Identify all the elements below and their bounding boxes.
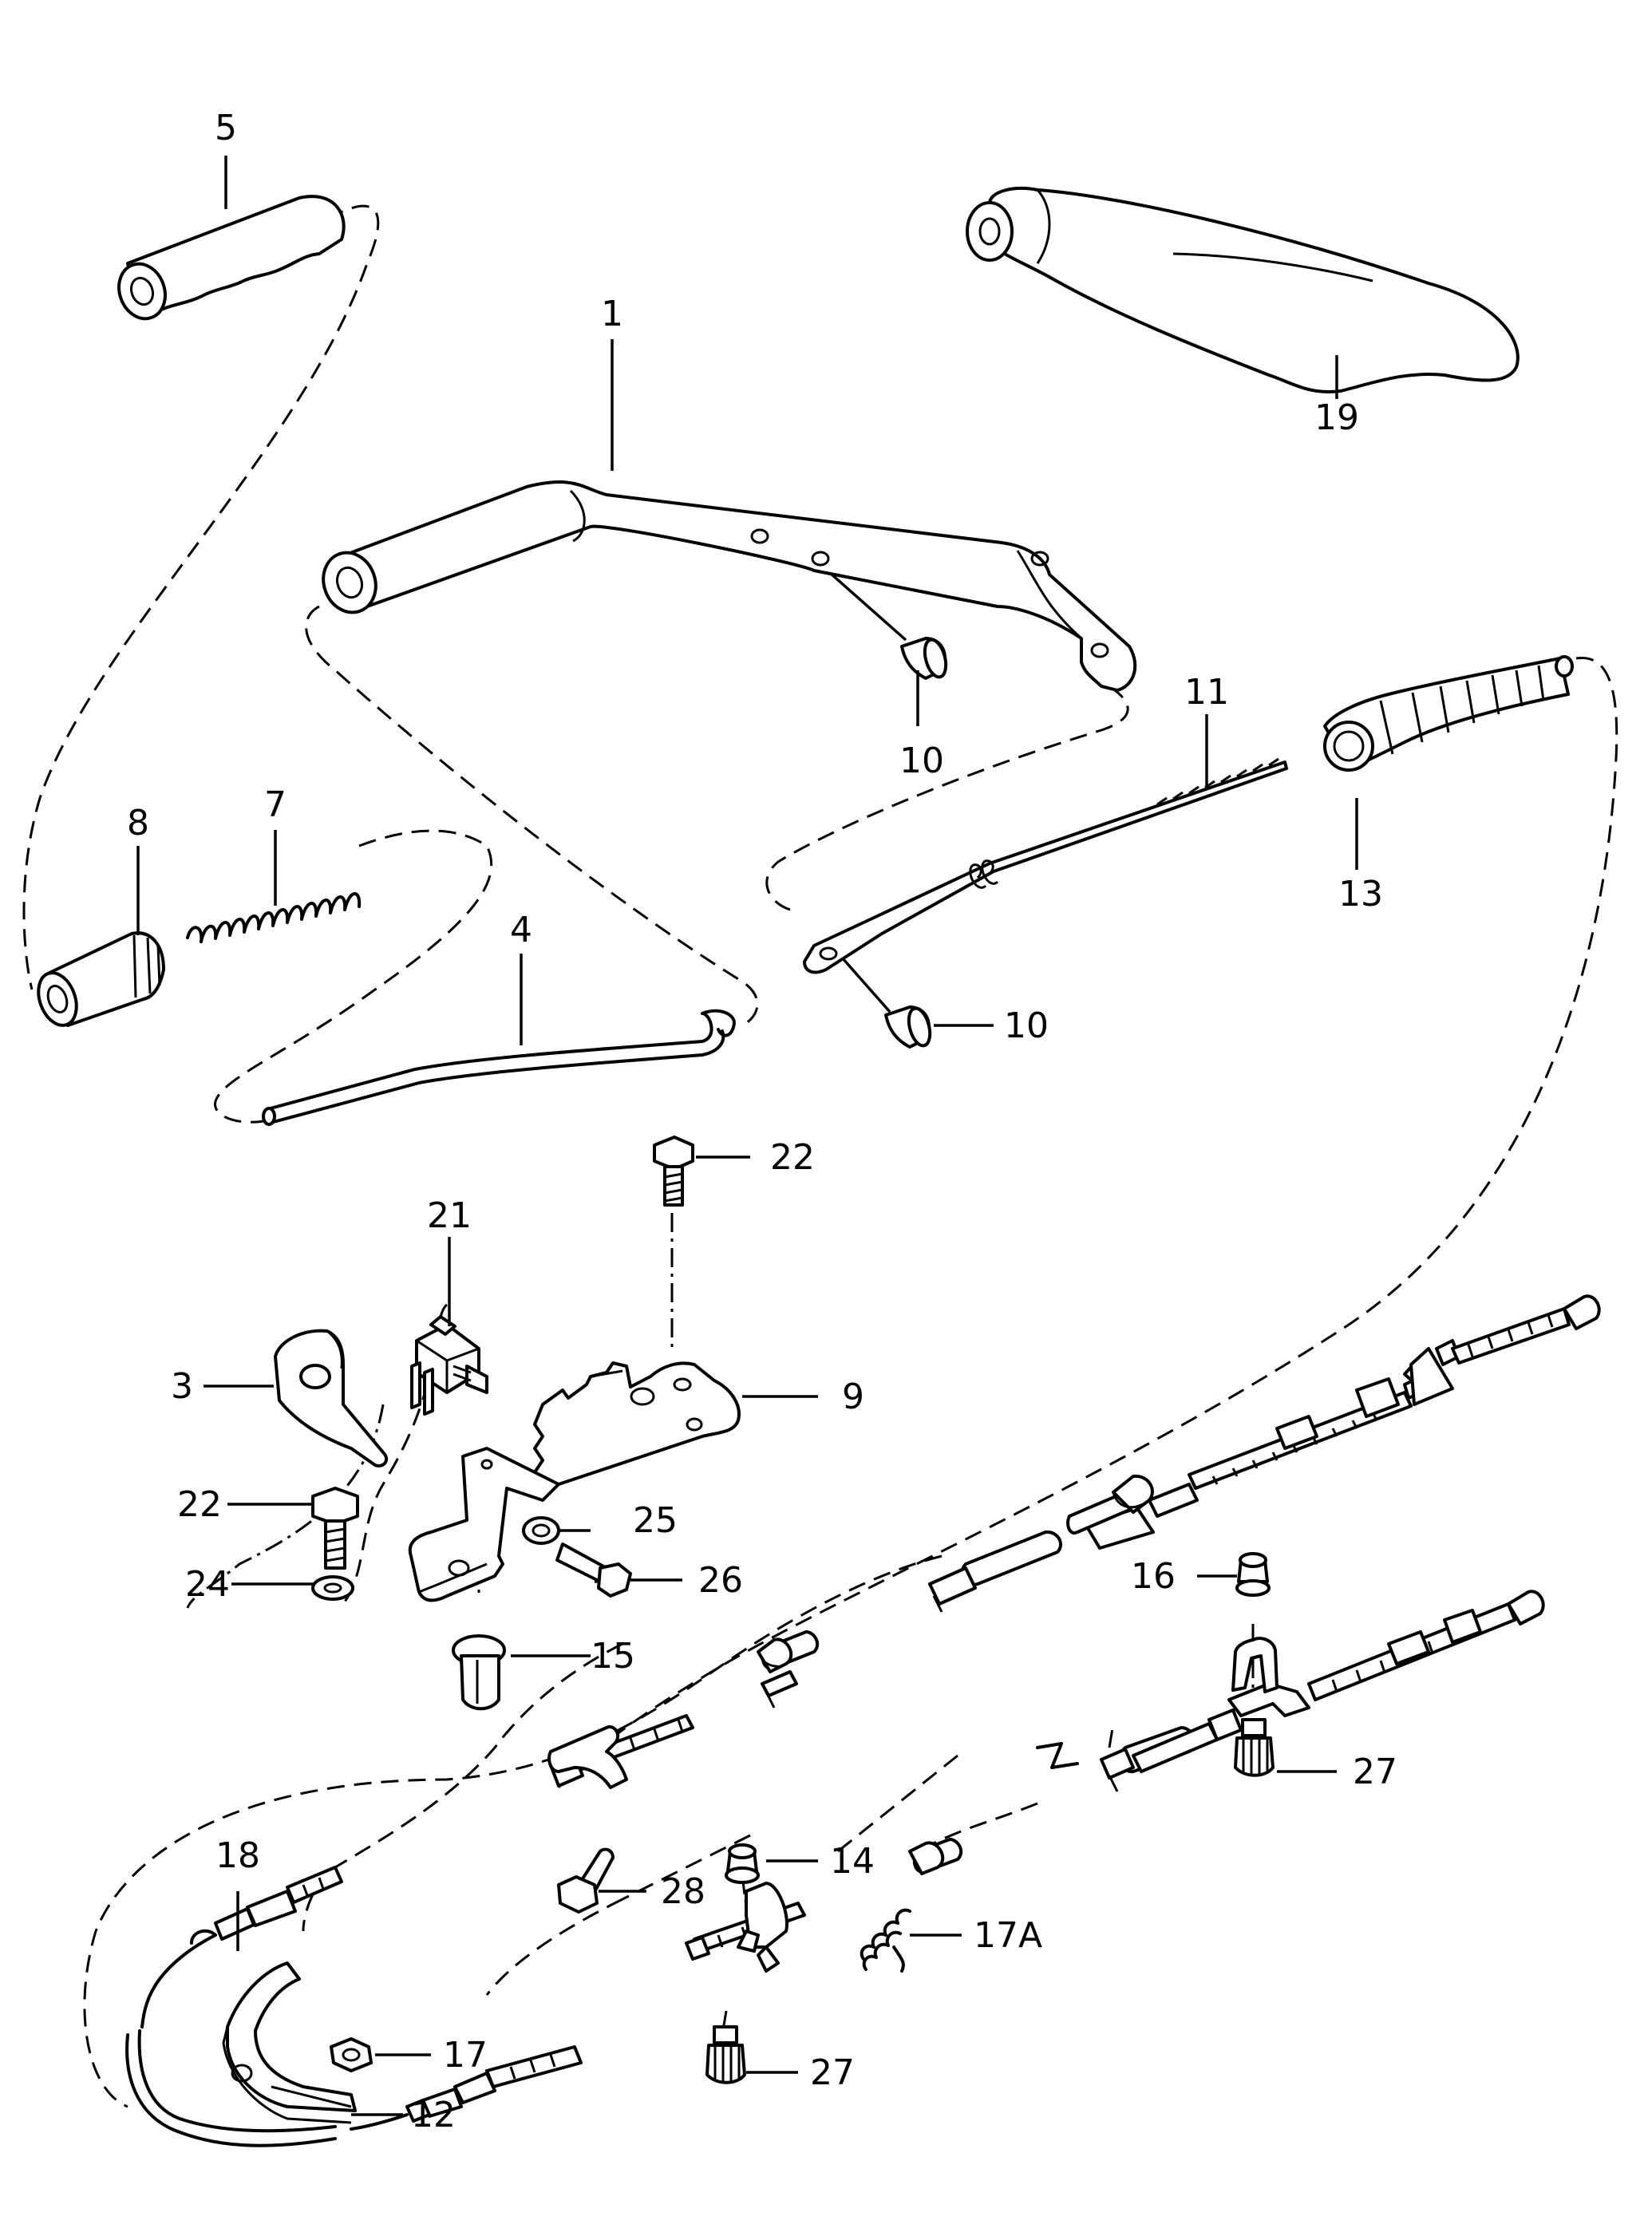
cable-left-clamp (547, 1725, 628, 1789)
label-7: 7 (264, 784, 287, 825)
part-26-bolt (555, 1543, 632, 1598)
part-4-release-rod (262, 1009, 736, 1126)
cable-right-yoke (1132, 1637, 1310, 1773)
label-21: 21 (427, 1195, 472, 1236)
label-19: 19 (1314, 397, 1359, 438)
label-16: 16 (1131, 1556, 1176, 1597)
label-28: 28 (661, 1871, 705, 1912)
label-9: 9 (842, 1377, 864, 1417)
cable-clamp-mid (757, 1630, 820, 1708)
label-4: 4 (510, 910, 532, 950)
part-3-bracket (274, 1329, 389, 1467)
part-10-pin-upper (828, 571, 948, 680)
label-12: 12 (411, 2095, 456, 2135)
cable-right-lower (1307, 1590, 1545, 1701)
cable-right-upper (1084, 1294, 1601, 1550)
part-13-boot (1323, 655, 1574, 772)
label-27-lower: 27 (810, 2052, 855, 2093)
part-9-ratchet (533, 1361, 741, 1486)
label-22-lower: 22 (177, 1484, 222, 1525)
cable-left-curve (125, 1866, 343, 2147)
label-27-upper: 27 (1353, 1752, 1397, 1792)
assembly-dashed-lines (22, 204, 1618, 2108)
label-5: 5 (215, 108, 237, 148)
label-10-lower: 10 (1004, 1005, 1049, 1046)
part-19-handle-cover (966, 186, 1520, 393)
label-11: 11 (1184, 672, 1229, 713)
cable-left-lower-fitting (350, 2045, 583, 2131)
label-17a: 17A (974, 1915, 1042, 1956)
part-10-pin-lower (840, 956, 932, 1049)
part-8-release-button (37, 931, 165, 1027)
part-15-base-plate (408, 1447, 560, 1602)
label-24: 24 (185, 1564, 230, 1605)
part-5-grip (117, 195, 346, 321)
part-15-stud (452, 1634, 506, 1711)
label-15: 15 (591, 1636, 635, 1677)
label-13: 13 (1338, 874, 1383, 914)
part-28-bolt (557, 1847, 615, 1914)
part-12-equalizer (222, 1961, 357, 2124)
cable-lower-center-clamp (908, 1838, 963, 1875)
label-17: 17 (443, 2035, 488, 2076)
part-27-nut-lower (705, 2025, 746, 2084)
leader-lines (136, 156, 1358, 2116)
part-17a-spring (860, 1908, 911, 1973)
part-1-lever (322, 480, 1137, 692)
part-24-lock-washer (311, 1575, 354, 1601)
label-25: 25 (633, 1500, 678, 1541)
label-3: 3 (171, 1366, 193, 1407)
part-14-stud (725, 1843, 760, 1884)
part-27-nut-upper (1234, 1718, 1275, 1777)
part-25-washer (522, 1516, 560, 1545)
cable-sleeve-mid (928, 1530, 1062, 1613)
part-22-bolt-upper (653, 1136, 694, 1207)
cable-lower-center (685, 1882, 806, 1973)
part-17-nut (330, 2037, 373, 2072)
cable-right-upper-clamp (1066, 1474, 1154, 1535)
label-18: 18 (215, 1835, 260, 1876)
label-22-upper: 22 (770, 1137, 815, 1178)
label-10-upper: 10 (899, 741, 944, 781)
part-21-switch (410, 1315, 488, 1416)
part-11-adjusting-rod (803, 757, 1288, 974)
label-14: 14 (830, 1841, 875, 1882)
part-16-stud (1235, 1552, 1271, 1597)
label-1: 1 (601, 294, 623, 334)
label-26: 26 (698, 1560, 743, 1601)
label-8: 8 (127, 803, 149, 843)
part-labels: 5 1 19 10 11 13 8 7 4 10 22 21 3 9 22 25… (127, 108, 1397, 2135)
part-7-spring (186, 892, 362, 943)
part-22-bolt-lower (311, 1487, 359, 1570)
